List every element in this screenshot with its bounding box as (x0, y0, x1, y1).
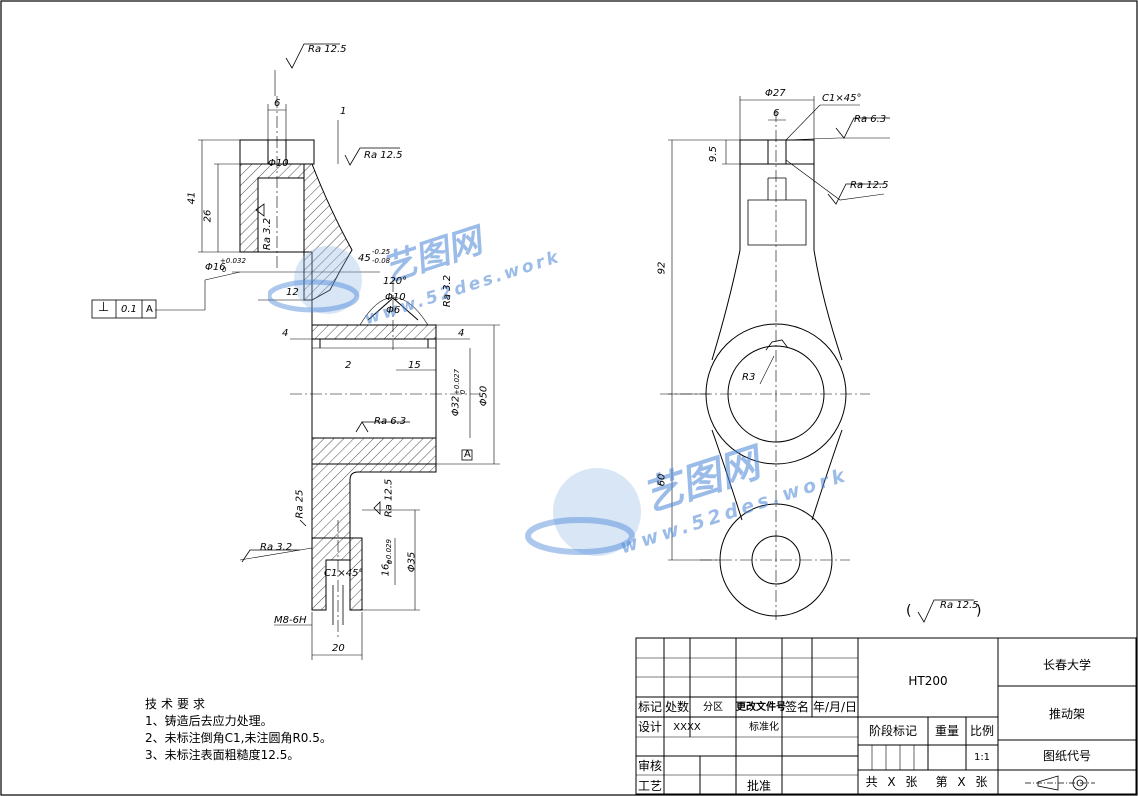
tb-material: HT200 (908, 674, 948, 688)
tb-part-name: 推动架 (1048, 707, 1085, 721)
dim-phi50: Φ50 (478, 385, 490, 407)
tb-rev-header: 年/月/日 (812, 700, 858, 714)
dim-45-tol-up: -0.25 (372, 248, 391, 256)
dim-phi32: Φ32 (450, 395, 462, 417)
notes-item: 2、未标注倒角C1,未注圆角R0.5。 (145, 731, 332, 745)
tb-sheet-no: 第 X 张 (935, 775, 991, 789)
title-block-grid (635, 637, 1137, 795)
tb-rev-header: 标记 (637, 700, 662, 714)
watermark-globe-2 (525, 468, 641, 556)
technical-notes: 技术要求 1、铸造后去应力处理。 2、未标注倒角C1,未注圆角R0.5。 3、未… (145, 696, 332, 764)
dim-9-5: 9.5 (707, 146, 719, 162)
tolerance-symbol: ⊥ (98, 300, 110, 315)
dim-26: 26 (202, 209, 214, 223)
tb-design-value: XXXX (673, 722, 701, 733)
dim-16-tol2: 0 (386, 559, 395, 565)
dim-12: 12 (286, 287, 299, 298)
dim-45-tol-lo: -0.08 (372, 257, 391, 265)
roughness-rotated: Ra 12.5 (383, 478, 395, 518)
projection-symbol (1025, 775, 1095, 791)
default-roughness-close: ) (976, 603, 982, 619)
tb-rev-header: 处数 (664, 700, 689, 714)
roughness-label: Ra 6.3 (854, 114, 887, 125)
default-roughness-open: ( (906, 603, 912, 619)
roughness-label: Ra 12.5 (850, 180, 889, 191)
tolerance-datum: A (146, 304, 153, 315)
tb-rev-header: 分区 (703, 702, 723, 713)
tb-school: 长春大学 (1042, 658, 1091, 672)
front-view (91, 43, 500, 660)
tb-rev-header: 签名 (784, 700, 809, 714)
tb-review: 审核 (637, 759, 662, 773)
dim-45: 45 (358, 253, 371, 264)
tb-standard-label: 标准化 (749, 722, 779, 733)
dim-60: 60 (656, 473, 668, 487)
tb-approve: 批准 (746, 779, 771, 793)
dim-4-left: 4 (282, 328, 289, 339)
side-view (660, 96, 890, 620)
dim-15: 15 (408, 360, 421, 371)
datum-label: A (464, 449, 471, 460)
dim-16: 16 (380, 563, 392, 577)
dim-phi10: Φ10 (268, 158, 289, 169)
tb-rev-header: 更改文件号 (736, 702, 786, 713)
watermark-globe-1 (268, 246, 362, 314)
dim-6: 6 (274, 98, 281, 109)
dim-phi6: Φ6 (386, 305, 401, 316)
dim-41: 41 (186, 191, 198, 205)
default-roughness-symbol (917, 599, 974, 623)
dim-phi35: Φ35 (406, 551, 418, 573)
dim-92: 92 (656, 261, 668, 275)
dim-phi32-tol2: 0 (459, 389, 468, 395)
roughness-label: Ra 6.3 (374, 416, 407, 427)
tolerance-value: 0.1 (121, 304, 137, 315)
dim-20: 20 (332, 643, 345, 654)
tb-weight: 重量 (934, 724, 959, 738)
dim-thread: M8-6H (274, 615, 307, 626)
dim-r3: R3 (742, 372, 756, 383)
roughness-label: Ra 25 (294, 489, 306, 519)
roughness-label: Ra 12.5 (364, 150, 403, 161)
roughness-rotated: Ra 3.2 (442, 274, 454, 308)
notes-heading: 技术要求 (145, 697, 210, 711)
dim-1: 1 (340, 106, 347, 117)
notes-item: 3、未标注表面粗糙度12.5。 (145, 748, 300, 762)
default-roughness-label: Ra 12.5 (940, 600, 979, 611)
dim-6-side: 6 (773, 108, 780, 119)
dim-chamfer: C1×45° (324, 568, 364, 579)
tb-drawing-code: 图纸代号 (1042, 749, 1091, 763)
dim-bore16-tol-up: +0.032 (220, 257, 246, 265)
dim-120: 120° (383, 276, 408, 287)
notes-item: 1、铸造后去应力处理。 (145, 714, 273, 728)
dim-4-right: 4 (458, 328, 465, 339)
tb-scale-value: 1:1 (973, 752, 991, 763)
tb-sheets-total: 共 X 张 (865, 775, 921, 789)
dim-bore16-tol-lo: 0 (222, 266, 227, 274)
dim-phi10b: Φ10 (385, 292, 406, 303)
tb-scale-label: 比例 (969, 724, 994, 738)
tb-design-label: 设计 (637, 720, 662, 734)
tb-process: 工艺 (637, 779, 662, 793)
roughness-label: Ra 12.5 (308, 44, 347, 55)
dim-bore16: Φ16 (205, 262, 226, 273)
tb-stage-mark: 阶段标记 (868, 724, 917, 738)
roughness-rotated: Ra 3.2 (262, 217, 274, 251)
roughness-label: Ra 3.2 (260, 542, 293, 553)
dim-2: 2 (345, 360, 352, 371)
dim-chamfer-side: C1×45° (822, 93, 862, 104)
dim-phi27: Φ27 (765, 88, 786, 99)
